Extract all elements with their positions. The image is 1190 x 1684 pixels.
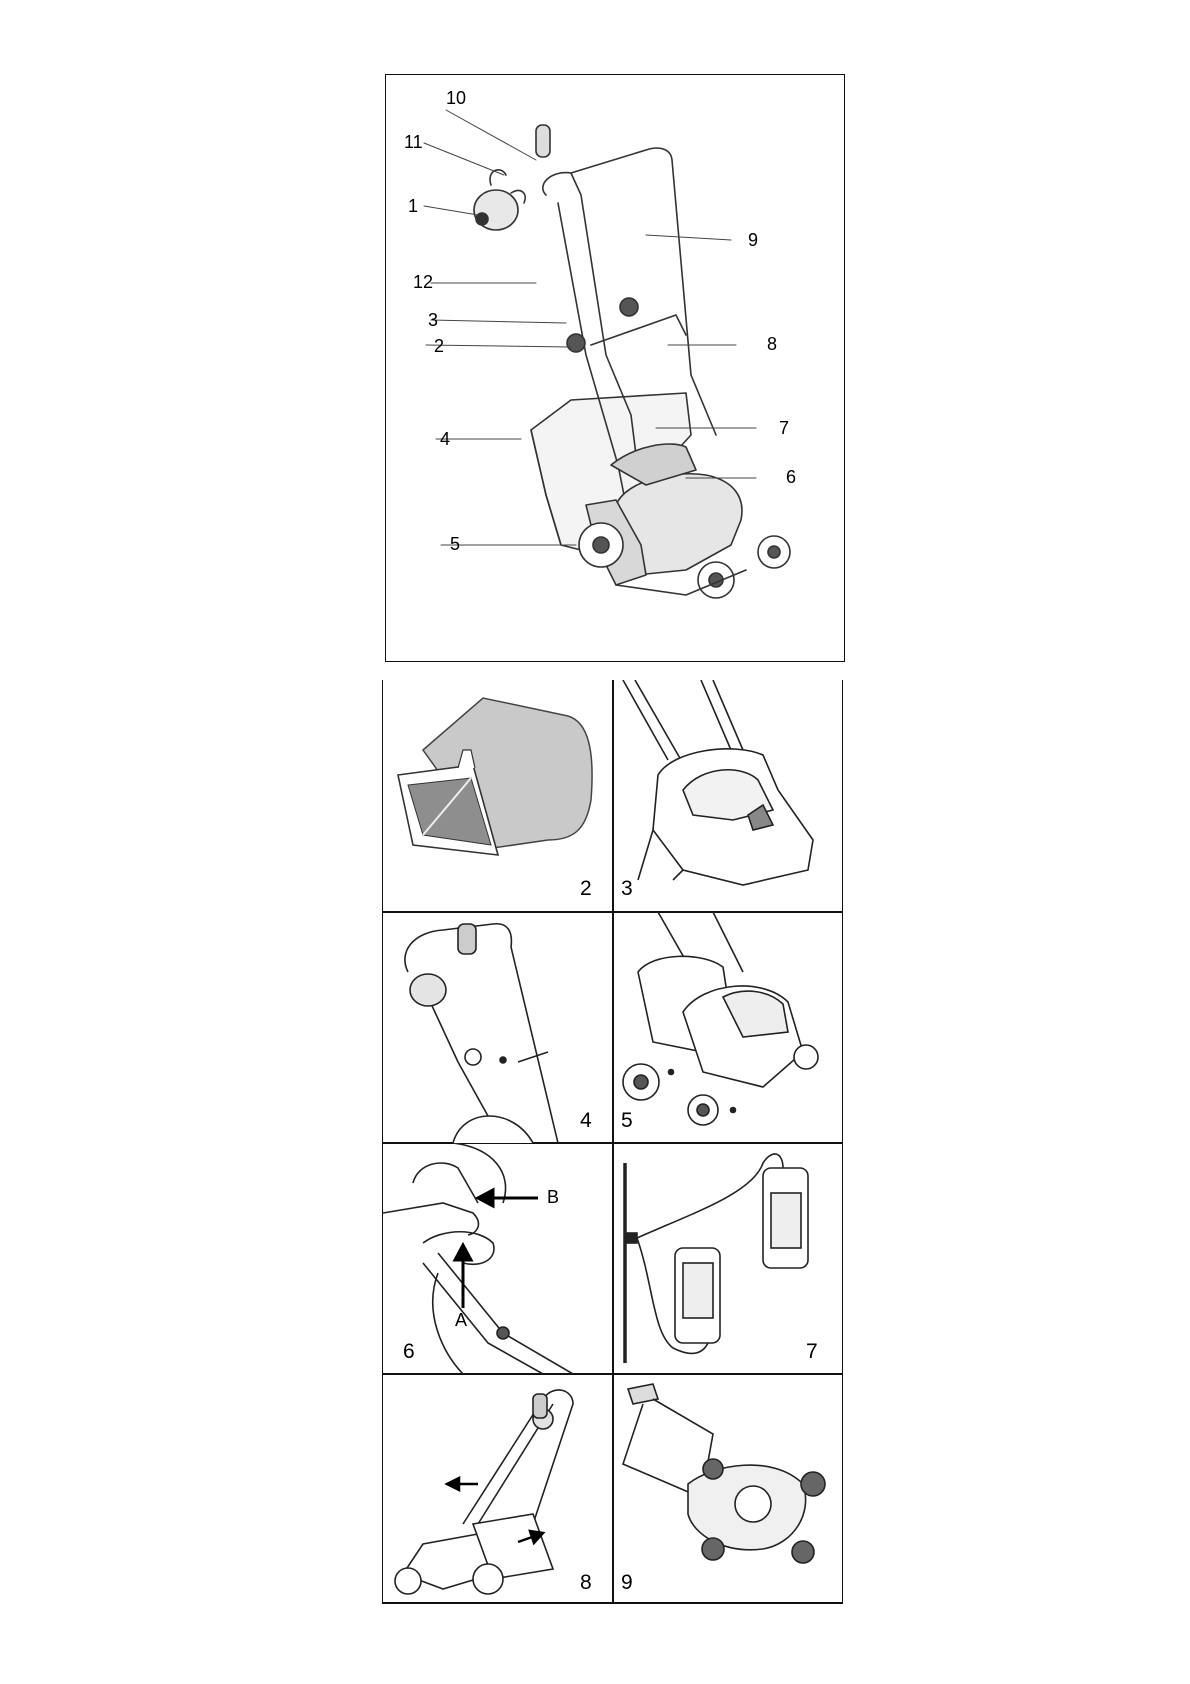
callout-11: 11 — [404, 133, 423, 151]
panel-6-switch-operation: B A 6 — [383, 1143, 612, 1374]
handle-assembly-drawing — [383, 912, 612, 1143]
callout-10: 10 — [446, 89, 466, 107]
callout-9: 9 — [748, 231, 758, 249]
mower-body-drawing — [613, 680, 842, 911]
panel-3-mower-body: 3 — [613, 680, 842, 911]
wheel-assembly-drawing — [613, 912, 842, 1143]
height-adjustment-drawing — [613, 1374, 842, 1605]
callout-3: 3 — [428, 311, 438, 329]
grass-box-drawing — [383, 680, 612, 911]
panel-number: 7 — [806, 1341, 818, 1362]
marker-a: A — [455, 1311, 467, 1329]
panel-7-cable-routing: 7 — [613, 1143, 842, 1374]
main-lawnmower-figure: 1 2 3 4 5 6 7 8 9 10 11 12 — [385, 74, 845, 662]
panel-number: 5 — [621, 1110, 633, 1131]
panel-2-grass-box: 2 — [383, 680, 612, 911]
callout-8: 8 — [767, 335, 777, 353]
assembly-steps-grid: 2 3 4 — [382, 680, 843, 1604]
callout-7: 7 — [779, 419, 789, 437]
panel-number: 4 — [580, 1110, 592, 1131]
callout-4: 4 — [440, 430, 450, 448]
panel-number: 3 — [621, 878, 633, 899]
panel-4-handle-assembly: 4 — [383, 912, 612, 1143]
grass-box-removal-drawing — [383, 1374, 612, 1605]
callout-2: 2 — [434, 337, 444, 355]
panel-number: 8 — [580, 1572, 592, 1593]
callout-5: 5 — [450, 535, 460, 553]
marker-b: B — [547, 1188, 559, 1206]
panel-9-height-adjustment: 9 — [613, 1374, 842, 1605]
callout-12: 12 — [413, 273, 433, 291]
switch-operation-drawing — [383, 1143, 612, 1374]
lawnmower-drawing — [386, 75, 846, 663]
callout-6: 6 — [786, 468, 796, 486]
panel-number: 2 — [580, 878, 592, 899]
panel-number: 9 — [621, 1572, 633, 1593]
panel-5-wheel-assembly: 5 — [613, 912, 842, 1143]
callout-1: 1 — [408, 197, 418, 215]
panel-8-grass-box-removal: 8 — [383, 1374, 612, 1605]
panel-number: 6 — [403, 1341, 415, 1362]
